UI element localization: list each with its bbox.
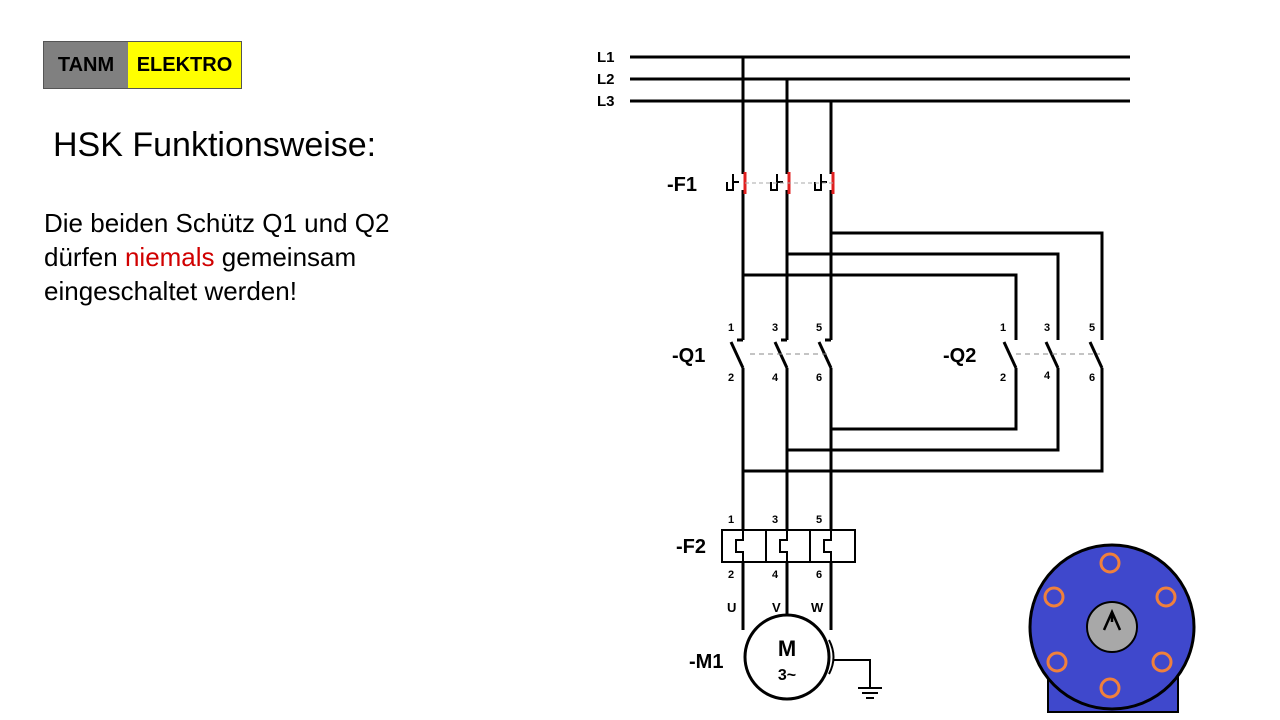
motor-pins — [1043, 552, 1177, 699]
label-q1: -Q1 — [672, 345, 705, 367]
f1-fuse-symbols — [726, 174, 827, 191]
motor-phase: 3~ — [778, 667, 796, 684]
description-part1: Die beiden Schütz Q1 und Q2 dürfen — [44, 208, 390, 272]
q1-top-1: 1 — [728, 322, 734, 334]
motor-symbol — [743, 613, 882, 701]
q2-contacts — [1002, 341, 1104, 369]
q2-top-3: 3 — [1044, 322, 1050, 334]
q2-bottom-2: 2 — [1000, 372, 1006, 384]
motor-terminal-labels: U V W — [727, 600, 824, 615]
description-part2: gemeinsam eingeschaltet werden! — [44, 242, 357, 306]
motor-letter: M — [778, 636, 796, 661]
label-f1: -F1 — [667, 174, 697, 196]
brand-logo-part1: TANM — [44, 42, 128, 88]
q2-terminal-numbers: 1 3 5 2 4 6 — [1000, 322, 1095, 384]
description-text: Die beiden Schütz Q1 und Q2 dürfen niema… — [44, 206, 464, 308]
q2-top-5: 5 — [1089, 322, 1095, 334]
f2-top-5: 5 — [816, 514, 822, 526]
q2-bottom-6: 6 — [1089, 372, 1095, 384]
label-l3: L3 — [597, 93, 615, 110]
q1-bottom-6: 6 — [816, 372, 822, 384]
f2-overload — [721, 529, 856, 563]
f2-top-1: 1 — [728, 514, 734, 526]
motor-illustration — [1028, 543, 1196, 713]
q2-bottom-4: 4 — [1044, 370, 1051, 382]
q1-contacts — [729, 338, 833, 369]
terminal-u: U — [727, 600, 736, 615]
wiring — [630, 55, 1130, 630]
q1-top-3: 3 — [772, 322, 778, 334]
f2-terminal-numbers: 1 3 5 2 4 6 — [728, 514, 822, 581]
f2-bottom-2: 2 — [728, 569, 734, 581]
q2-top-1: 1 — [1000, 322, 1006, 334]
f2-top-3: 3 — [772, 514, 778, 526]
f2-bottom-4: 4 — [772, 569, 779, 581]
label-l2: L2 — [597, 71, 615, 88]
terminal-w: W — [811, 600, 824, 615]
label-m1: -M1 — [689, 651, 723, 673]
f2-bottom-6: 6 — [816, 569, 822, 581]
label-q2: -Q2 — [943, 345, 976, 367]
description-highlight: niemals — [124, 242, 215, 272]
q1-bottom-4: 4 — [772, 372, 779, 384]
brand-logo: TANM ELEKTRO — [43, 41, 242, 89]
q1-terminal-numbers: 1 3 5 2 4 6 — [728, 322, 822, 384]
q1-bottom-2: 2 — [728, 372, 734, 384]
motor-hub — [1086, 601, 1138, 653]
rotation-arrow-icon — [1102, 608, 1122, 631]
brand-logo-part2: ELEKTRO — [128, 42, 241, 88]
page-title: HSK Funktionsweise: — [53, 126, 377, 164]
label-f2: -F2 — [676, 536, 706, 558]
label-l1: L1 — [597, 49, 615, 66]
terminal-v: V — [772, 600, 781, 615]
q1-top-5: 5 — [816, 322, 822, 334]
